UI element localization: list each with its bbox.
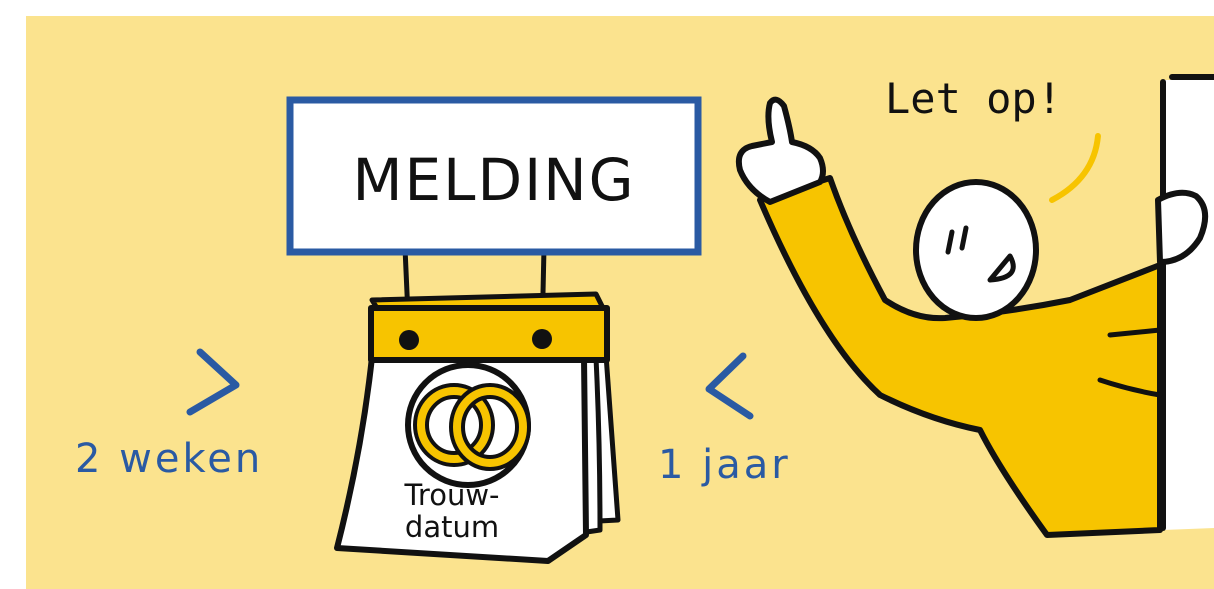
tear-off-calendar-icon: Trouw- datum	[337, 294, 618, 561]
door-panel	[1163, 80, 1214, 530]
calendar-label-line1: Trouw-	[403, 478, 499, 512]
sign-label: MELDING	[352, 146, 635, 214]
speech-text: Let op!	[885, 74, 1062, 123]
calendar-hole-left	[399, 330, 419, 350]
timing-left-label: 2 weken	[75, 436, 263, 482]
person-head	[916, 182, 1036, 318]
wedding-rings-icon	[408, 365, 528, 485]
calendar-label-line2: datum	[405, 510, 499, 544]
calendar-hole-right	[532, 329, 552, 349]
door	[1163, 77, 1214, 530]
timing-right-label: 1 jaar	[658, 442, 791, 488]
